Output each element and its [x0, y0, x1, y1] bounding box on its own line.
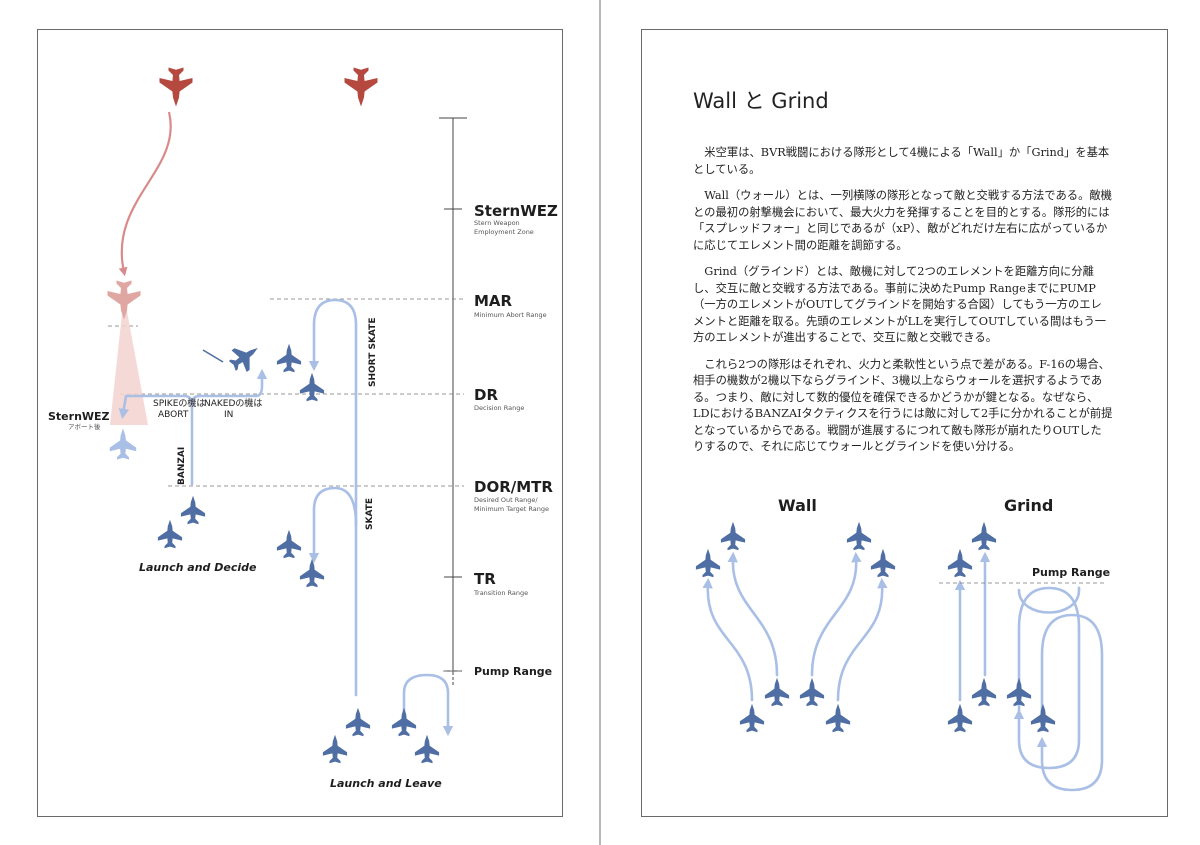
grind-jet-icons: [947, 521, 1056, 733]
range-label-mar: MAR Minimum Abort Range: [474, 292, 547, 319]
left-page: SternWEZ Stern Weapon Employment Zone MA…: [37, 29, 563, 817]
svg-text:Minimum Abort Range: Minimum Abort Range: [474, 311, 547, 319]
page-title: Wall と Grind: [693, 89, 829, 113]
right-page: Wall と Grind 米空軍は、BVR戦闘における隊形として4機による「Wa…: [641, 29, 1168, 817]
range-label-dr: DR Decision Range: [474, 386, 524, 412]
svg-text:TR: TR: [474, 570, 496, 588]
grind-label: Grind: [1004, 496, 1053, 515]
banzai-label: BANZAI: [177, 447, 187, 485]
svg-text:DR: DR: [474, 386, 498, 404]
missile-icon: [202, 349, 224, 363]
dashed-range-lines: [108, 298, 464, 672]
paragraph: Wall（ウォール）とは、一列横隊の隊形となって敵と交戦する方法である。敵機との…: [693, 189, 1112, 252]
paragraph: Grind（グラインド）とは、敵機に対して2つのエレメントを距離方向に分離し、交…: [693, 265, 1107, 344]
range-label-dor-mtr: DOR/MTR Desired Out Range/ Minimum Targe…: [474, 478, 553, 513]
pump-range-label: Pump Range: [1032, 566, 1110, 579]
range-label-sternwez: SternWEZ Stern Weapon Employment Zone: [474, 202, 558, 236]
wall-jet-icons: [695, 521, 896, 733]
paragraph: これら2つの隊形はそれぞれ、火力と柔軟性という点で差がある。F-16の場合、相手…: [693, 357, 1113, 454]
friendly-jet-faded-icon: [109, 428, 137, 460]
svg-text:Minimum Target Range: Minimum Target Range: [474, 505, 549, 513]
naked-label-1: NAKEDの機は: [204, 397, 262, 409]
stern-wez-side-sub: アボート後: [68, 422, 101, 431]
friendly-paths: [118, 298, 454, 737]
spike-label-1: SPIKEの機は: [153, 397, 205, 409]
skate-label: SKATE: [365, 498, 375, 530]
formation-diagram: Wall Grind Pump Range: [695, 496, 1110, 792]
svg-text:Employment Zone: Employment Zone: [474, 228, 534, 236]
caption-launch-and-decide: Launch and Decide: [139, 561, 257, 574]
paragraph: 米空軍は、BVR戦闘における隊形として4機による「Wall」か「Grind」を基…: [693, 146, 1110, 176]
body-text: 米空軍は、BVR戦闘における隊形として4機による「Wall」か「Grind」を基…: [693, 145, 1113, 466]
grind-paths: [954, 551, 1104, 792]
svg-text:Stern Weapon: Stern Weapon: [474, 219, 520, 227]
range-scale: [439, 117, 467, 687]
enemy-path-arrow: [118, 111, 172, 277]
enemy-jet-icon: [159, 67, 378, 107]
short-skate-label: SHORT SKATE: [368, 318, 378, 387]
svg-text:SternWEZ: SternWEZ: [474, 202, 558, 220]
svg-text:Decision Range: Decision Range: [474, 404, 524, 412]
wez-cone: [110, 295, 148, 425]
spike-label-2: ABORT: [158, 410, 189, 420]
enemy-jet-faded-icon: [107, 280, 141, 320]
range-label-tr: TR Transition Range: [473, 570, 528, 597]
wall-label: Wall: [778, 496, 817, 515]
book-spine: [599, 0, 601, 845]
range-label-pump: Pump Range: [474, 665, 552, 678]
svg-text:MAR: MAR: [474, 292, 513, 310]
wall-paths: [702, 551, 888, 702]
svg-text:Transition Range: Transition Range: [473, 589, 528, 597]
range-diagram: SternWEZ Stern Weapon Employment Zone MA…: [48, 67, 558, 790]
svg-text:DOR/MTR: DOR/MTR: [474, 478, 553, 496]
naked-label-2: IN: [224, 410, 233, 420]
caption-launch-and-leave: Launch and Leave: [330, 777, 442, 790]
svg-text:Desired Out Range/: Desired Out Range/: [474, 496, 538, 504]
stern-wez-side-label: SternWEZ: [48, 410, 110, 423]
